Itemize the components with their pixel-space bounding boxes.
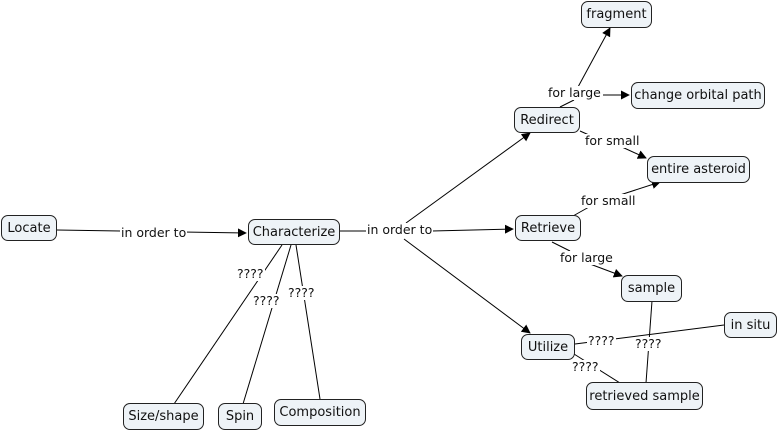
edge-inorder-retrieve: [431, 224, 514, 234]
edge-redirect-forlarge: [559, 99, 575, 108]
link-label-characterize-targets: in order to: [366, 222, 434, 237]
link-label-utilize-retrieved: ????: [571, 359, 600, 374]
link-label-retrieve-large: for large: [559, 250, 614, 265]
node-retrieve[interactable]: Retrieve: [515, 215, 581, 241]
node-spin[interactable]: Spin: [218, 403, 262, 430]
edge-forlarge-fragment: [577, 27, 611, 88]
node-utilize[interactable]: Utilize: [521, 334, 575, 360]
link-label-size-shape: ????: [236, 266, 265, 281]
node-retrieved-sample[interactable]: retrieved sample: [586, 382, 703, 410]
link-label-redirect-small: for small: [584, 133, 641, 148]
edge-characterize-composition: [295, 244, 321, 400]
edge-characterize-size-shape: [173, 244, 283, 405]
edge-retrieve-forsmall: [572, 206, 590, 217]
link-label-sample-retrieved: ????: [634, 336, 663, 351]
node-in-situ[interactable]: in situ: [724, 312, 777, 338]
link-label-retrieve-small: for small: [580, 193, 637, 208]
node-characterize[interactable]: Characterize: [248, 219, 340, 245]
link-label-utilize-insitu: ????: [587, 333, 616, 348]
node-sample[interactable]: sample: [621, 275, 682, 302]
node-change-orbital-path[interactable]: change orbital path: [631, 82, 765, 109]
link-label-redirect-large: for large: [547, 85, 602, 100]
edge-forsmall-entire-2: [619, 180, 661, 196]
edge-retrieve-forlarge: [551, 241, 571, 252]
node-size-shape[interactable]: Size/shape: [123, 403, 204, 430]
edge-forlarge-sample: [589, 263, 623, 278]
node-fragment[interactable]: fragment: [581, 1, 652, 28]
node-locate[interactable]: Locate: [1, 215, 57, 241]
edge-inorder-utilize: [403, 238, 531, 334]
link-label-spin: ????: [252, 293, 281, 308]
link-label-locate-characterize: in order to: [120, 225, 188, 240]
edge-inorder-redirect: [405, 132, 531, 224]
edge-characterize-spin: [242, 244, 292, 405]
node-entire-asteroid[interactable]: entire asteroid: [647, 156, 750, 183]
node-composition[interactable]: Composition: [274, 399, 366, 426]
node-redirect[interactable]: Redirect: [514, 107, 580, 133]
edge-forsmall-entire: [621, 146, 647, 159]
link-label-composition: ????: [287, 285, 316, 300]
